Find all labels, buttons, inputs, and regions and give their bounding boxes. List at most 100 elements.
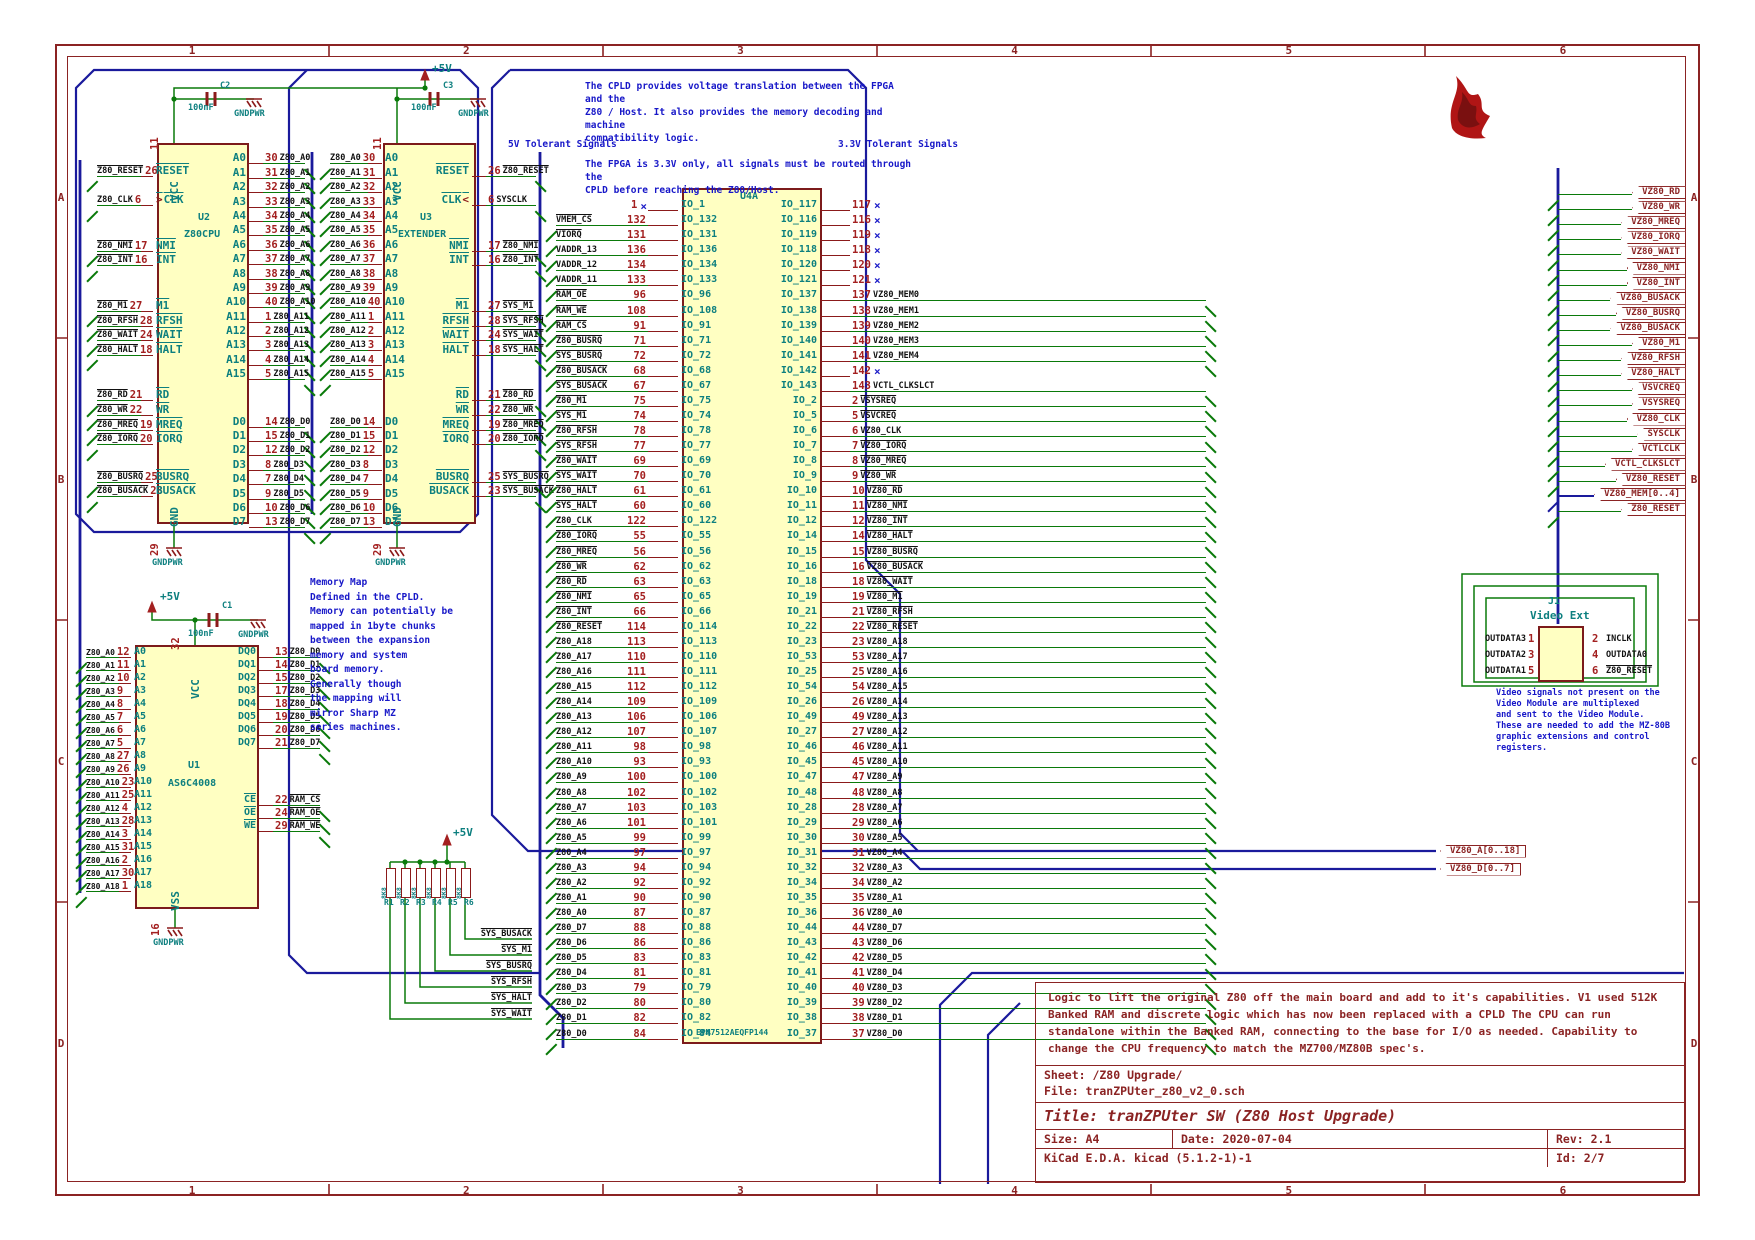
pin-stub (249, 321, 263, 323)
pin-number: 79 (633, 982, 646, 995)
pin-stub (648, 857, 678, 859)
net-label: Z80_RD (97, 390, 128, 401)
pin-number: 8 (265, 458, 272, 471)
pin-number: 3 (265, 339, 272, 352)
pin-number: 24 (275, 807, 288, 819)
pin-stub (820, 737, 850, 739)
pin-number: 53 (852, 650, 865, 663)
net-label: Z80_A13 (330, 340, 366, 351)
pin-stub (472, 414, 486, 416)
pin-name: IORQ (442, 432, 470, 446)
pin-stub (472, 444, 486, 446)
pin-number: 107 (627, 726, 646, 739)
hier-label-tag: VZ80_RD (1632, 186, 1686, 200)
pin-stub (141, 325, 153, 327)
pin-number: 28 (852, 801, 865, 814)
pin-stub (249, 206, 263, 208)
pin-name: A10 (226, 295, 246, 309)
pin-number: 132 (627, 214, 646, 227)
pin-name: IO_40 (786, 982, 817, 994)
pin-name: IO_114 (681, 620, 718, 632)
hier-label-row: VZ80_BUSACK (1546, 286, 1686, 305)
pin-stub (820, 210, 850, 212)
pin-name: D2 (232, 443, 246, 457)
wire: 29×VZ80_A6 (850, 813, 1206, 829)
pin-number: 40 (852, 982, 865, 995)
pin-stub (820, 782, 850, 784)
net-label: Z80_WR (556, 561, 587, 572)
pin-number: 94 (633, 861, 646, 874)
pin-number: 19 (488, 418, 501, 431)
pin-stub (648, 571, 678, 573)
pin-number: 4 (265, 353, 272, 366)
net-label: Z80_IORQ (556, 531, 597, 542)
net-label: Z80_A12 (273, 326, 310, 337)
pin-name: IO_49 (786, 711, 817, 723)
wire (1558, 300, 1616, 316)
net-label: Z80_D2 (330, 445, 361, 456)
pin-number: 8 (116, 698, 124, 710)
pin-stub (648, 767, 678, 769)
pin-number: 120 (852, 259, 871, 272)
pin-stub (249, 278, 263, 280)
pin-name: IO_21 (786, 605, 817, 617)
bus-label-tag: VZ80_D[0..7] (1440, 862, 1522, 876)
pin-stub (249, 163, 263, 165)
pin-stub (648, 933, 678, 935)
pin-number: 39 (852, 997, 865, 1010)
pin-number: 17 (275, 685, 288, 697)
j1-ref: J1 (1548, 596, 1561, 607)
pin-name: A13 (134, 815, 153, 826)
net-label: Z80_A18 (556, 636, 592, 647)
hier-label-row: VCTL_CLKSLCT (1546, 452, 1686, 471)
net-label: Z80_D3 (330, 459, 361, 470)
pin-number: 2 (265, 325, 272, 338)
pin-stub (648, 842, 678, 844)
c2-ref: C2 (220, 81, 231, 91)
pin-stub (259, 670, 273, 671)
net-label: Z80_A6 (330, 239, 361, 250)
pin-number: 39 (362, 281, 376, 294)
wire: 1 (556, 195, 639, 211)
date: Date: 2020-07-04 (1172, 1130, 1547, 1148)
pin-number: 32 (362, 181, 376, 194)
net-label: VSVCREQ (860, 410, 897, 421)
pin-number: 1 (121, 880, 129, 892)
pin-number: 35 (852, 891, 865, 904)
pin-number: 5 (265, 368, 272, 381)
pin-row: IO_22 22×VZ80_RESET (744, 618, 1222, 633)
u2-z80cpu-body (157, 143, 249, 524)
pin-name: A8 (232, 266, 246, 280)
pin-stub (472, 205, 486, 207)
pin-name: DQ2 (237, 672, 256, 683)
pin-stub (820, 677, 850, 678)
pin-stub (648, 978, 678, 980)
net-label: VZ80_A11 (866, 742, 908, 753)
pin-number: 3 (121, 828, 129, 840)
pin-number: 103 (627, 801, 646, 814)
pin-number: 96 (633, 289, 646, 302)
net-label: SYS_BUSRQ (485, 961, 532, 971)
net-label: Z80_A12 (330, 326, 366, 337)
pin-stub (820, 390, 850, 392)
